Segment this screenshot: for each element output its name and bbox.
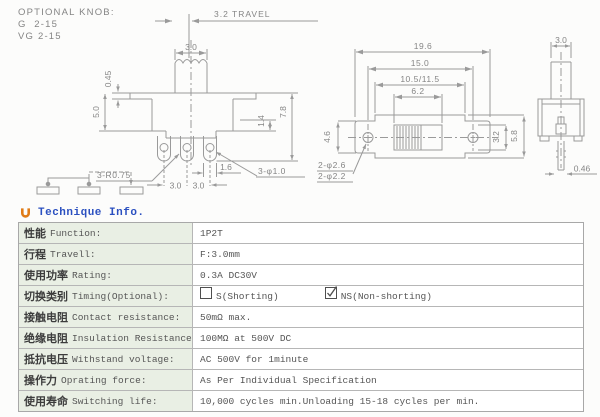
dim-mounting-hole-outer: 2-φ2.6 xyxy=(318,160,346,170)
row-value: 10,000 cycles min.Unloading 15-18 cycles… xyxy=(200,395,480,407)
row-label-cn: 使用寿命 xyxy=(24,395,68,408)
optional-knob-line2: G 2-15 xyxy=(18,19,58,30)
table-row: 绝缘电阻 Insulation Resistance: 100MΩ at 500… xyxy=(19,328,583,349)
top-mounting-hole-left xyxy=(362,132,374,143)
top-mounting-hole-right xyxy=(467,132,479,143)
table-row: 抵抗电压 Withstand voltage: AC 500V for 1min… xyxy=(19,349,583,370)
row-value: 100MΩ at 500V DC xyxy=(200,332,292,344)
row-label-en: Oprating force: xyxy=(61,374,147,386)
top-view xyxy=(317,49,526,183)
side-body xyxy=(537,98,585,137)
top-view-dims: 19.6 15.0 10.5/11.5 6.2 4.6 3.2 5.8 2-φ2… xyxy=(318,41,519,181)
optional-knob-line1: OPTIONAL KNOB: xyxy=(18,7,115,18)
dim-window-length: 6.2 xyxy=(411,86,424,96)
row-label-cn: 操作力 xyxy=(24,374,57,387)
table-row: 操作力 Oprating force: As Per Individual Sp… xyxy=(19,370,583,391)
row-label: 切换类别 Timing(Optional): xyxy=(19,286,193,306)
table-row: 使用功率 Rating: 0.3A DC30V xyxy=(19,265,583,286)
dim-mounting-hole-inner: 2-φ2.2 xyxy=(318,171,346,181)
row-label-en: Timing(Optional): xyxy=(72,290,169,302)
checkbox-non-shorting[interactable] xyxy=(324,286,337,299)
row-label-cn: 切换类别 xyxy=(24,290,68,303)
dim-knob-thickness: 3.0 xyxy=(555,35,567,45)
front-view xyxy=(96,14,318,187)
row-label-en: Insulation Resistance: xyxy=(72,332,193,344)
top-body xyxy=(354,114,491,159)
row-value: As Per Individual Specification xyxy=(200,374,377,386)
dim-body-length: 10.5/11.5 xyxy=(400,74,439,84)
dim-pitch-right: 3.0 xyxy=(193,181,205,191)
row-label-cn: 绝缘电阻 xyxy=(24,332,68,345)
dim-travel: 3.2 TRAVEL xyxy=(214,9,270,19)
table-row: 接触电阻 Contact resistance: 50mΩ max. xyxy=(19,307,583,328)
row-label-en: Contact resistance: xyxy=(72,311,181,323)
side-knob xyxy=(550,61,572,99)
row-label-en: Function: xyxy=(50,227,102,239)
row-label-cn: 行程 xyxy=(24,248,46,261)
row-value: 0.3A DC30V xyxy=(200,269,258,281)
dim-pitch-left: 3.0 xyxy=(170,181,182,191)
technical-drawing: OPTIONAL KNOB: G 2-15 VG 2-15 xyxy=(18,7,597,195)
row-label-cn: 使用功率 xyxy=(24,269,68,282)
row-label-cn: 性能 xyxy=(24,227,46,240)
side-view-dims: 3.0 0.46 xyxy=(555,35,590,174)
row-label: 绝缘电阻 Insulation Resistance: xyxy=(19,328,193,348)
top-slider-window xyxy=(393,124,443,151)
row-label-cn: 接触电阻 xyxy=(24,311,68,324)
dim-body-height: 5.0 xyxy=(91,106,101,118)
row-label-en: Switching life: xyxy=(72,395,158,407)
timing-options: S(Shorting) NS(Non-shorting) xyxy=(193,286,583,306)
table-row: 行程 Travell: F:3.0mm xyxy=(19,244,583,265)
circuit-schematic xyxy=(36,171,144,195)
row-label: 操作力 Oprating force: xyxy=(19,370,193,390)
table-row: 切换类别 Timing(Optional): S(Shorting) NS(No… xyxy=(19,286,583,307)
dim-terminal-width: 1.6 xyxy=(220,162,232,172)
section-header: Technique Info. xyxy=(20,205,584,220)
row-label: 性能 Function: xyxy=(19,223,193,243)
table-row: 使用寿命 Switching life: 10,000 cycles min.U… xyxy=(19,391,583,411)
dim-step-height: 1.4 xyxy=(256,115,266,127)
checkbox-shorting-label: S(Shorting) xyxy=(216,290,279,302)
row-label: 接触电阻 Contact resistance: xyxy=(19,307,193,327)
row-label-cn: 抵抗电压 xyxy=(24,353,68,366)
dim-flange-thickness: 0.45 xyxy=(103,70,113,87)
optional-knob-line3: VG 2-15 xyxy=(18,31,62,42)
dim-terminal-hole: 3-φ1.0 xyxy=(258,166,286,176)
side-terminal xyxy=(556,141,566,171)
row-label: 使用功率 Rating: xyxy=(19,265,193,285)
row-value: 1P2T xyxy=(200,227,223,239)
check-mark-icon xyxy=(326,286,337,297)
dim-overall-height: 7.8 xyxy=(278,106,288,118)
row-label: 使用寿命 Switching life: xyxy=(19,391,193,411)
dim-terminal-thickness: 0.46 xyxy=(574,164,591,174)
dim-overall-length: 19.6 xyxy=(414,41,433,51)
row-label-en: Rating: xyxy=(72,269,112,281)
spec-table: 性能 Function: 1P2T 行程 Travell: F:3.0mm 使用… xyxy=(18,222,584,412)
technique-info-bullet-icon xyxy=(21,207,30,218)
checkbox-non-shorting-label: NS(Non-shorting) xyxy=(340,290,432,302)
checkbox-shorting[interactable] xyxy=(200,287,212,299)
row-value: 50mΩ max. xyxy=(200,311,252,323)
row-value: F:3.0mm xyxy=(200,248,240,260)
dim-terminal-radius: 3-R0.75 xyxy=(97,170,131,180)
dim-body-width: 5.8 xyxy=(509,130,519,142)
row-value: AC 500V for 1minute xyxy=(200,353,309,365)
optional-knob-note: OPTIONAL KNOB: G 2-15 VG 2-15 xyxy=(18,7,115,42)
front-view-dims: 3.0 3.2 TRAVEL 0.45 5.0 1.4 7.8 1.6 3-R0… xyxy=(91,9,288,191)
dim-end-width: 4.6 xyxy=(322,131,332,143)
row-label: 抵抗电压 Withstand voltage: xyxy=(19,349,193,369)
technique-info-section: Technique Info. 性能 Function: 1P2T 行程 Tra… xyxy=(18,205,584,412)
table-row: 性能 Function: 1P2T xyxy=(19,223,583,244)
dim-knob-width: 3.0 xyxy=(185,42,197,52)
dim-slot-width: 3.2 xyxy=(491,131,501,143)
row-label-en: Travell: xyxy=(50,248,96,260)
row-label: 行程 Travell: xyxy=(19,244,193,264)
dim-mounting-pitch: 15.0 xyxy=(411,58,430,68)
row-label-en: Withstand voltage: xyxy=(72,353,175,365)
side-view xyxy=(537,42,597,176)
section-title: Technique Info. xyxy=(38,206,145,219)
